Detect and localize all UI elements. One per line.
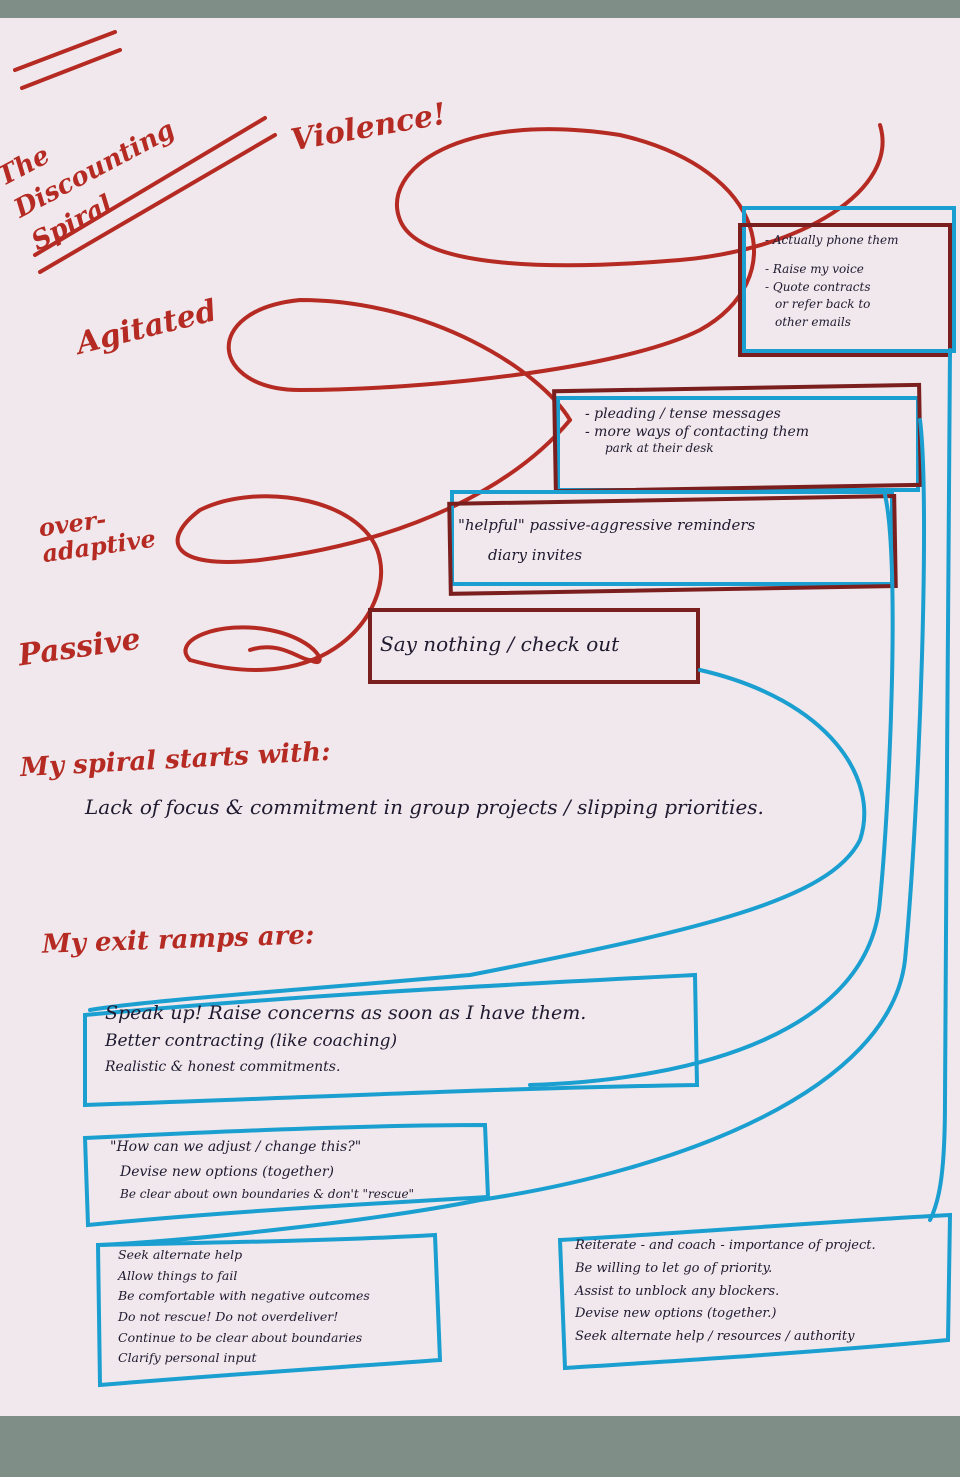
behaviour-item: Say nothing / check out bbox=[380, 632, 620, 656]
exit-ramp-line bbox=[88, 668, 867, 1012]
exit-ramp-line bbox=[928, 348, 952, 1222]
title-underline bbox=[38, 133, 277, 274]
spiral-curve bbox=[226, 123, 885, 422]
exit-ramp-line bbox=[528, 493, 895, 1087]
exit-ramp-item: Reiterate - and coach - importance of pr… bbox=[575, 1238, 876, 1253]
behaviour-item: "helpful" passive-aggressive reminders bbox=[458, 516, 756, 534]
exit-ramp-item: "How can we adjust / change this?" bbox=[110, 1139, 362, 1155]
behaviour-item: - Raise my voice bbox=[765, 262, 864, 277]
exit-box-2 bbox=[82, 1122, 491, 1228]
exit-ramp-item: Devise new options (together.) bbox=[575, 1306, 777, 1322]
exit-ramp-item: Continue to be clear about boundaries bbox=[118, 1329, 363, 1345]
exit-ramp-item: Seek alternate help bbox=[118, 1247, 243, 1262]
behaviour-item: - pleading / tense messages bbox=[585, 406, 781, 422]
exit-ramp-item: Be comfortable with negative outcomes bbox=[118, 1288, 370, 1304]
exit-ramp-item: Be willing to let go of priority. bbox=[575, 1260, 773, 1276]
exit-ramp-item: Seek alternate help / resources / author… bbox=[575, 1329, 855, 1344]
exit-ramp-item: Clarify personal input bbox=[118, 1350, 257, 1366]
exit-ramp-item: Speak up! Raise concerns as soon as I ha… bbox=[105, 1002, 587, 1024]
exit-box-1 bbox=[83, 972, 700, 1108]
title-underline bbox=[20, 48, 122, 90]
spiral-start-text: Lack of focus & commitment in group proj… bbox=[85, 795, 764, 819]
exit-box-4 bbox=[557, 1212, 953, 1371]
behaviour-item: diary invites bbox=[488, 546, 583, 564]
behaviour-item: - Quote contracts bbox=[765, 279, 871, 294]
exit-ramp-item: Allow things to fail bbox=[118, 1267, 238, 1283]
exit-ramp-item: Assist to unblock any blockers. bbox=[575, 1283, 780, 1299]
behaviour-item: - Actually phone them bbox=[765, 233, 899, 247]
box-outline bbox=[368, 608, 700, 684]
box-outline bbox=[742, 206, 956, 353]
exit-ramp-item: Devise new options (together) bbox=[120, 1163, 334, 1180]
behaviour-item: or refer back to bbox=[775, 297, 871, 312]
agitated-behaviours: - pleading / tense messages - more ways … bbox=[585, 405, 809, 457]
behaviour-item: - more ways of contacting them bbox=[585, 424, 810, 441]
paper-sheet bbox=[0, 18, 960, 1416]
passive-behaviours: Say nothing / check out bbox=[380, 630, 619, 659]
exit-ramp-box-1: Speak up! Raise concerns as soon as I ha… bbox=[105, 998, 586, 1078]
behaviour-item: other emails bbox=[775, 314, 851, 329]
box-outline bbox=[738, 223, 952, 357]
exit-ramp-item: Realistic & honest commitments. bbox=[105, 1058, 341, 1075]
title-underline bbox=[13, 30, 117, 72]
exit-ramp-box-4: Reiterate - and coach - importance of pr… bbox=[575, 1235, 876, 1349]
title-underline bbox=[33, 116, 267, 257]
spiral-curve bbox=[183, 625, 322, 664]
over-adaptive-behaviours: "helpful" passive-aggressive reminders d… bbox=[458, 510, 755, 570]
box-outline bbox=[447, 494, 898, 596]
violence-behaviours: - Actually phone them - Raise my voice -… bbox=[765, 232, 899, 331]
exit-ramp-item: Be clear about own boundaries & don't "r… bbox=[120, 1187, 415, 1201]
exit-box-3 bbox=[95, 1232, 443, 1388]
exit-ramp-item: Better contracting (like coaching) bbox=[105, 1031, 398, 1052]
spiral-curve bbox=[175, 418, 572, 672]
exit-ramp-box-3: Seek alternate help Allow things to fail… bbox=[118, 1245, 370, 1369]
exit-ramp-item: Do not rescue! Do not overdeliver! bbox=[118, 1308, 339, 1324]
exit-ramp-box-2: "How can we adjust / change this?" Devis… bbox=[110, 1135, 414, 1205]
exit-ramp-line bbox=[98, 418, 927, 1247]
behaviour-item: park at their desk bbox=[605, 441, 714, 456]
